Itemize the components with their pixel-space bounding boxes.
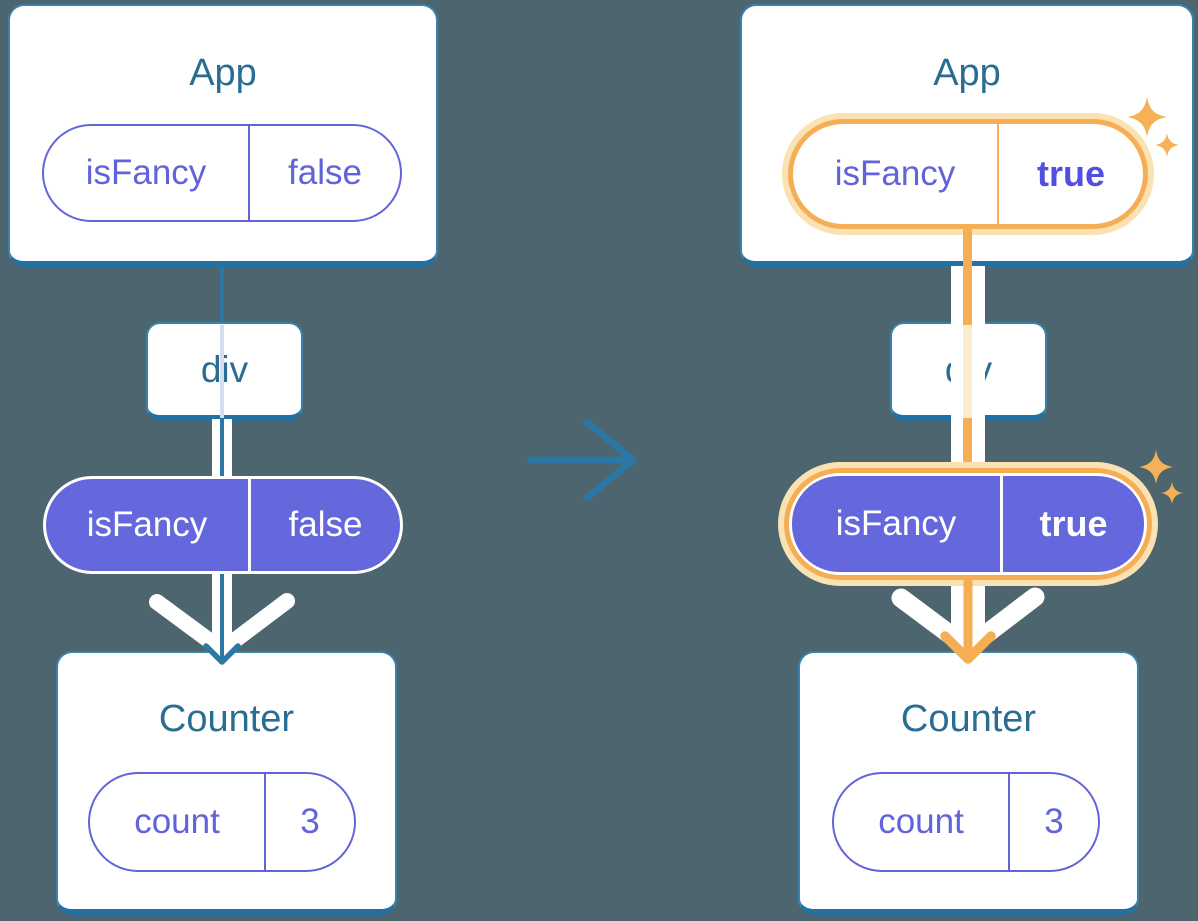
app-card: App isFancy false — [8, 4, 438, 267]
pill-divider — [1008, 774, 1010, 870]
prop-value: false — [288, 505, 363, 544]
state-name: count — [134, 802, 220, 841]
transition-right-arrow-icon — [527, 418, 637, 502]
component-title: App — [189, 52, 257, 94]
prop-flow-core — [963, 418, 972, 470]
down-arrow-icon — [940, 578, 996, 664]
sparkle-icon — [1161, 482, 1183, 504]
prop-name: isFancy — [834, 154, 956, 193]
edge-app-to-div — [220, 267, 224, 325]
prop-value: true — [1036, 153, 1105, 194]
app-card: App isFancy true — [740, 4, 1194, 267]
passed-prop-pill-frame: isFancy true — [789, 473, 1147, 575]
passed-prop-pill: isFancy false — [43, 476, 403, 574]
passed-prop-pill: isFancy true — [792, 476, 1144, 572]
sparkle-icon — [1155, 133, 1179, 157]
state-value: 3 — [1044, 802, 1064, 841]
state-pill: count 3 — [832, 772, 1100, 872]
state-name: count — [878, 802, 964, 841]
prop-value: false — [288, 153, 362, 192]
down-arrow-icon — [203, 574, 241, 665]
div-card: div — [146, 322, 303, 421]
prop-name: isFancy — [835, 504, 957, 543]
highlight-ring: isFancy true — [782, 113, 1154, 235]
prop-flow-core-through-div — [963, 325, 972, 418]
prop-name: isFancy — [86, 505, 208, 544]
highlight-ring-inner: isFancy true — [788, 119, 1148, 229]
div-label: div — [200, 349, 249, 390]
pill-divider — [1000, 476, 1003, 572]
sparkle-icon — [1127, 97, 1167, 137]
pill-divider — [264, 774, 266, 870]
component-title: Counter — [900, 698, 1037, 740]
prop-flow-core-through-div — [220, 325, 224, 418]
state-value: 3 — [300, 802, 320, 841]
state-pill: count 3 — [88, 772, 356, 872]
prop-pill: isFancy true — [793, 124, 1143, 224]
prop-flow-core — [220, 419, 224, 478]
component-title: Counter — [158, 698, 295, 740]
pill-divider — [997, 124, 999, 224]
highlight-ring: isFancy true — [778, 462, 1158, 586]
pill-divider — [248, 126, 250, 220]
component-title: App — [933, 52, 1001, 94]
prop-value: true — [1039, 503, 1108, 544]
prop-name: isFancy — [85, 153, 207, 192]
highlight-ring-inner: isFancy true — [784, 468, 1152, 580]
counter-card: Counter count 3 — [798, 651, 1139, 915]
prop-pill: isFancy false — [42, 124, 402, 222]
counter-card: Counter count 3 — [56, 651, 397, 915]
sparkle-icon — [1139, 450, 1173, 484]
prop-flow-core — [963, 228, 972, 325]
pill-divider — [248, 479, 251, 571]
